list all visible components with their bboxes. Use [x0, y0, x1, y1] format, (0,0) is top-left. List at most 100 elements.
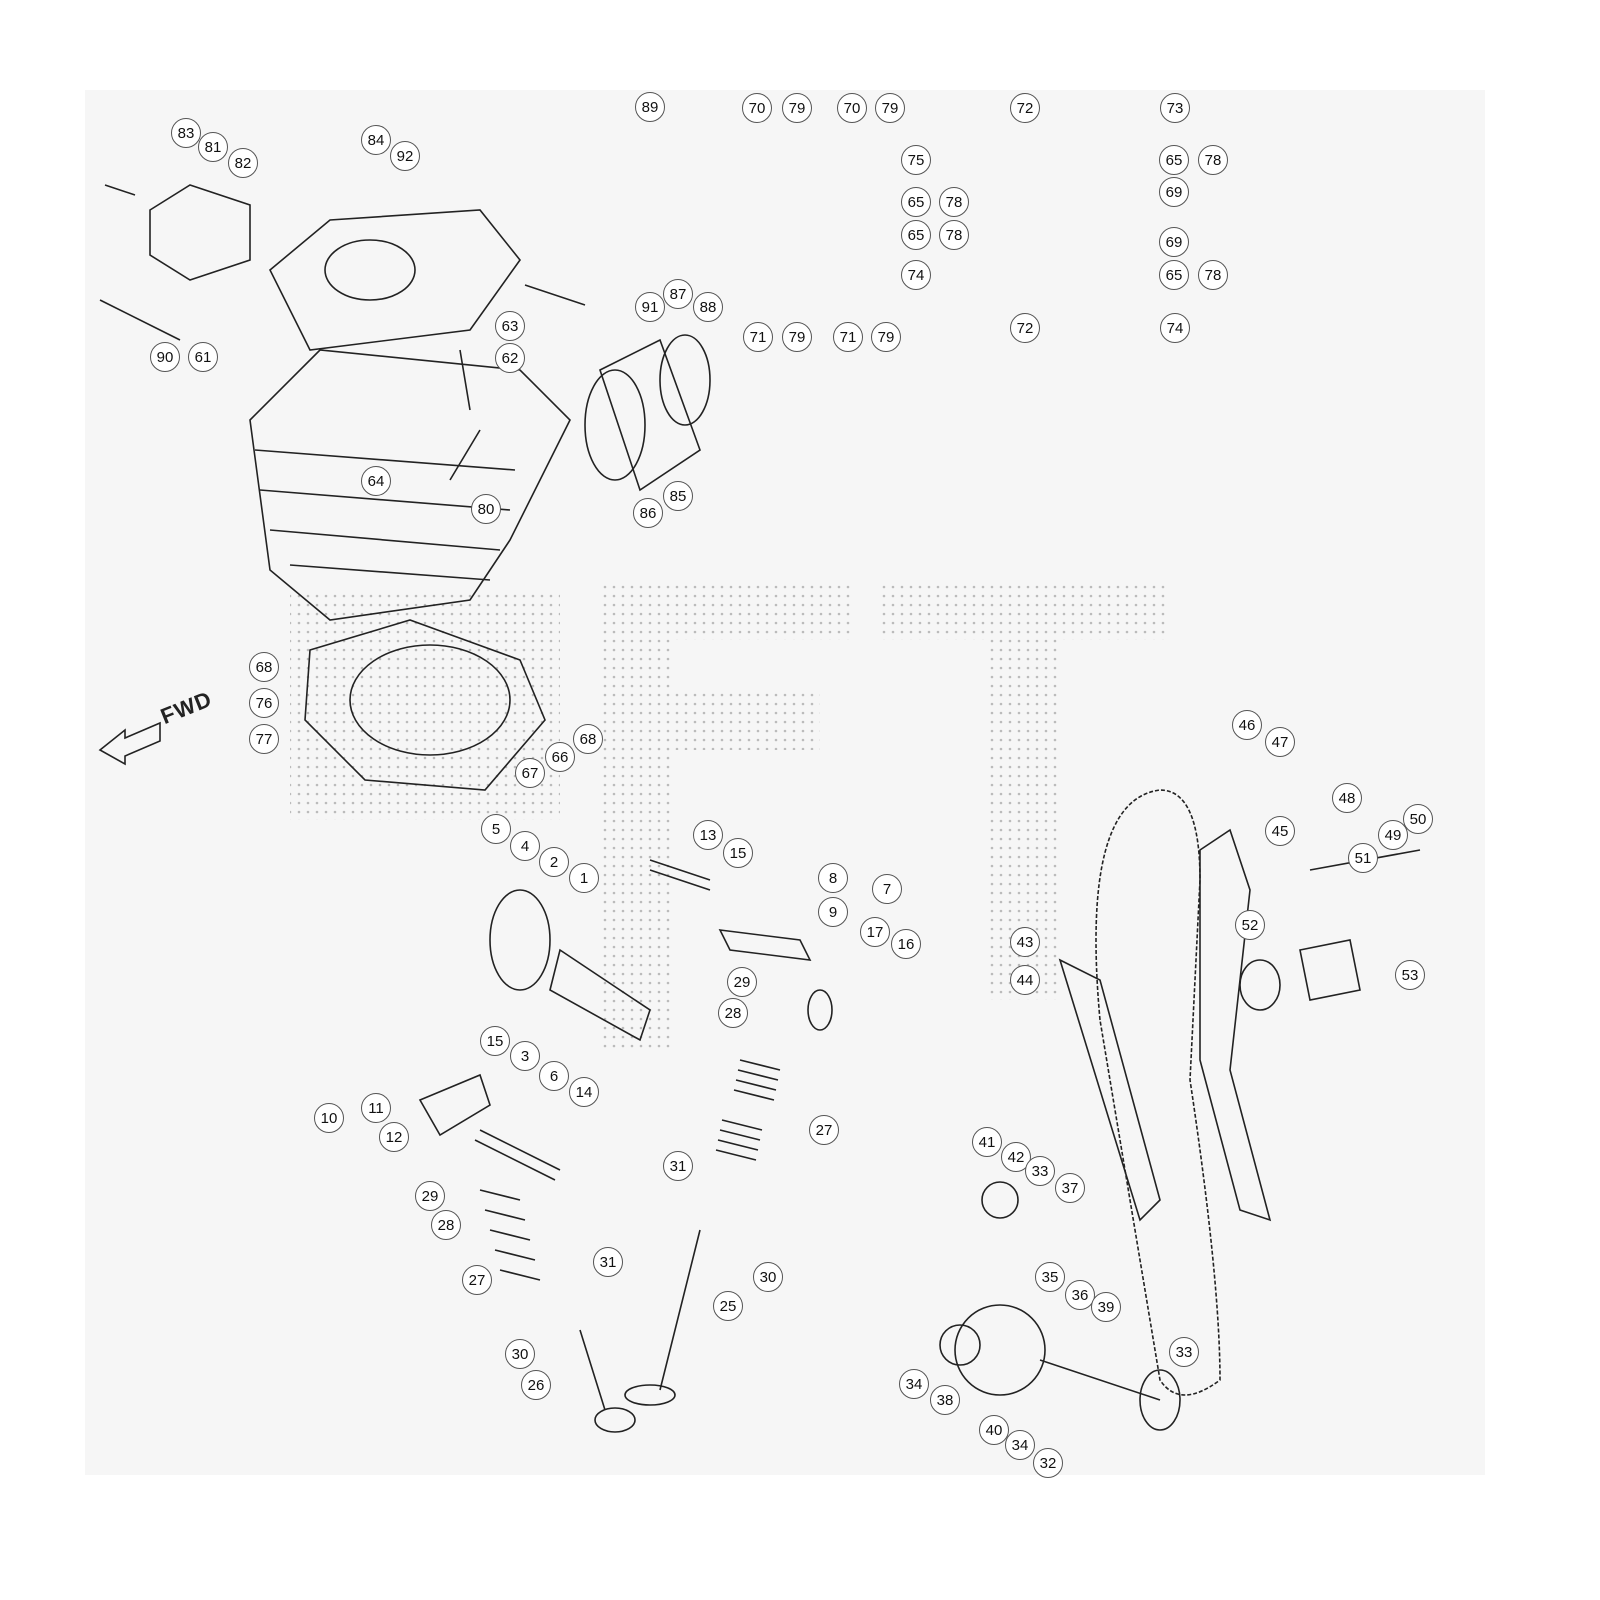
part-callout-4[interactable]: 4: [510, 831, 540, 861]
part-callout-79[interactable]: 79: [871, 322, 901, 352]
part-callout-2[interactable]: 2: [539, 847, 569, 877]
part-callout-78[interactable]: 78: [1198, 145, 1228, 175]
part-callout-70[interactable]: 70: [837, 93, 867, 123]
part-callout-88[interactable]: 88: [693, 292, 723, 322]
part-callout-75[interactable]: 75: [901, 145, 931, 175]
part-callout-86[interactable]: 86: [633, 498, 663, 528]
part-callout-70[interactable]: 70: [742, 93, 772, 123]
part-callout-30[interactable]: 30: [505, 1339, 535, 1369]
part-callout-3[interactable]: 3: [510, 1041, 540, 1071]
part-callout-77[interactable]: 77: [249, 724, 279, 754]
part-callout-27[interactable]: 27: [809, 1115, 839, 1145]
part-callout-28[interactable]: 28: [718, 998, 748, 1028]
part-callout-68[interactable]: 68: [249, 652, 279, 682]
part-callout-78[interactable]: 78: [939, 187, 969, 217]
part-callout-9[interactable]: 9: [818, 897, 848, 927]
part-callout-31[interactable]: 31: [663, 1151, 693, 1181]
part-callout-29[interactable]: 29: [727, 967, 757, 997]
part-callout-5[interactable]: 5: [481, 814, 511, 844]
part-callout-89[interactable]: 89: [635, 92, 665, 122]
part-callout-7[interactable]: 7: [872, 874, 902, 904]
part-callout-33[interactable]: 33: [1169, 1337, 1199, 1367]
part-callout-69[interactable]: 69: [1159, 227, 1189, 257]
part-callout-65[interactable]: 65: [901, 187, 931, 217]
part-callout-65[interactable]: 65: [901, 220, 931, 250]
part-callout-25[interactable]: 25: [713, 1291, 743, 1321]
part-callout-31[interactable]: 31: [593, 1247, 623, 1277]
part-callout-33[interactable]: 33: [1025, 1156, 1055, 1186]
part-callout-15[interactable]: 15: [723, 838, 753, 868]
part-callout-30[interactable]: 30: [753, 1262, 783, 1292]
part-callout-74[interactable]: 74: [1160, 313, 1190, 343]
part-callout-47[interactable]: 47: [1265, 727, 1295, 757]
part-callout-71[interactable]: 71: [743, 322, 773, 352]
part-callout-90[interactable]: 90: [150, 342, 180, 372]
part-callout-34[interactable]: 34: [1005, 1430, 1035, 1460]
part-callout-53[interactable]: 53: [1395, 960, 1425, 990]
part-callout-35[interactable]: 35: [1035, 1262, 1065, 1292]
part-callout-41[interactable]: 41: [972, 1127, 1002, 1157]
part-callout-91[interactable]: 91: [635, 292, 665, 322]
part-callout-13[interactable]: 13: [693, 820, 723, 850]
part-callout-44[interactable]: 44: [1010, 965, 1040, 995]
part-callout-79[interactable]: 79: [782, 93, 812, 123]
part-callout-76[interactable]: 76: [249, 688, 279, 718]
part-callout-48[interactable]: 48: [1332, 783, 1362, 813]
part-callout-69[interactable]: 69: [1159, 177, 1189, 207]
part-callout-80[interactable]: 80: [471, 494, 501, 524]
part-callout-11[interactable]: 11: [361, 1093, 391, 1123]
part-callout-51[interactable]: 51: [1348, 843, 1378, 873]
part-callout-34[interactable]: 34: [899, 1369, 929, 1399]
part-callout-27[interactable]: 27: [462, 1265, 492, 1295]
part-callout-84[interactable]: 84: [361, 125, 391, 155]
part-callout-28[interactable]: 28: [431, 1210, 461, 1240]
part-callout-32[interactable]: 32: [1033, 1448, 1063, 1478]
part-callout-65[interactable]: 65: [1159, 145, 1189, 175]
part-callout-87[interactable]: 87: [663, 279, 693, 309]
part-callout-72[interactable]: 72: [1010, 313, 1040, 343]
part-callout-64[interactable]: 64: [361, 466, 391, 496]
part-callout-49[interactable]: 49: [1378, 820, 1408, 850]
part-callout-62[interactable]: 62: [495, 343, 525, 373]
part-callout-8[interactable]: 8: [818, 863, 848, 893]
part-callout-50[interactable]: 50: [1403, 804, 1433, 834]
part-callout-36[interactable]: 36: [1065, 1280, 1095, 1310]
part-callout-38[interactable]: 38: [930, 1385, 960, 1415]
part-callout-29[interactable]: 29: [415, 1181, 445, 1211]
part-callout-46[interactable]: 46: [1232, 710, 1262, 740]
part-callout-78[interactable]: 78: [939, 220, 969, 250]
part-callout-43[interactable]: 43: [1010, 927, 1040, 957]
part-callout-26[interactable]: 26: [521, 1370, 551, 1400]
part-callout-83[interactable]: 83: [171, 118, 201, 148]
part-callout-12[interactable]: 12: [379, 1122, 409, 1152]
part-callout-40[interactable]: 40: [979, 1415, 1009, 1445]
part-callout-39[interactable]: 39: [1091, 1292, 1121, 1322]
part-callout-74[interactable]: 74: [901, 260, 931, 290]
part-callout-66[interactable]: 66: [545, 742, 575, 772]
part-callout-79[interactable]: 79: [782, 322, 812, 352]
part-callout-15[interactable]: 15: [480, 1026, 510, 1056]
part-callout-78[interactable]: 78: [1198, 260, 1228, 290]
part-callout-71[interactable]: 71: [833, 322, 863, 352]
part-callout-1[interactable]: 1: [569, 863, 599, 893]
part-callout-16[interactable]: 16: [891, 929, 921, 959]
part-callout-68[interactable]: 68: [573, 724, 603, 754]
part-callout-79[interactable]: 79: [875, 93, 905, 123]
part-callout-81[interactable]: 81: [198, 132, 228, 162]
part-callout-37[interactable]: 37: [1055, 1173, 1085, 1203]
part-callout-65[interactable]: 65: [1159, 260, 1189, 290]
part-callout-17[interactable]: 17: [860, 917, 890, 947]
part-callout-52[interactable]: 52: [1235, 910, 1265, 940]
part-callout-73[interactable]: 73: [1160, 93, 1190, 123]
part-callout-63[interactable]: 63: [495, 311, 525, 341]
part-callout-82[interactable]: 82: [228, 148, 258, 178]
part-callout-72[interactable]: 72: [1010, 93, 1040, 123]
part-callout-85[interactable]: 85: [663, 481, 693, 511]
part-callout-61[interactable]: 61: [188, 342, 218, 372]
part-callout-92[interactable]: 92: [390, 141, 420, 171]
part-callout-45[interactable]: 45: [1265, 816, 1295, 846]
part-callout-14[interactable]: 14: [569, 1077, 599, 1107]
part-callout-6[interactable]: 6: [539, 1061, 569, 1091]
part-callout-67[interactable]: 67: [515, 758, 545, 788]
part-callout-10[interactable]: 10: [314, 1103, 344, 1133]
